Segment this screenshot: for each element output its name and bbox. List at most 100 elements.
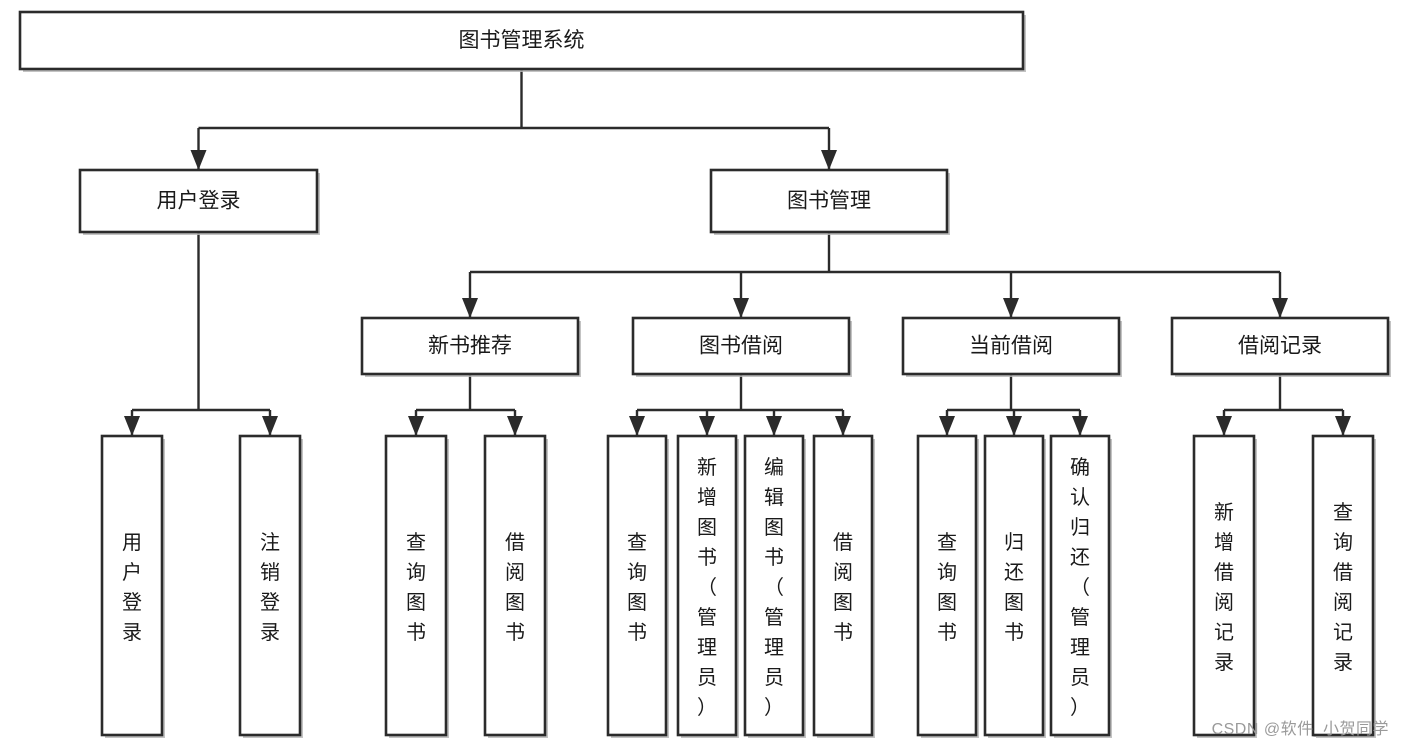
node-box[interactable] bbox=[916, 434, 978, 737]
node-label-char: 阅 bbox=[833, 561, 853, 584]
node-new-book-recommend[interactable]: 新书推荐 bbox=[360, 316, 581, 377]
node-label: 图书管理系统 bbox=[459, 29, 585, 52]
node-borrow-records[interactable]: 借阅记录 bbox=[1170, 316, 1391, 377]
node-label-char: （ bbox=[764, 576, 784, 599]
node-layer: 图书管理系统用户登录图书管理新书推荐图书借阅当前借阅借阅记录用户登录注销登录查询… bbox=[18, 10, 1391, 738]
node-label-char: 图 bbox=[697, 517, 717, 539]
node-label-char: 询 bbox=[406, 561, 426, 584]
node-box[interactable] bbox=[983, 434, 1045, 737]
node-box[interactable] bbox=[709, 168, 949, 234]
node-label: 用户登录 bbox=[157, 190, 241, 213]
arrow-head-icon bbox=[124, 416, 140, 436]
node-label-char: 员 bbox=[697, 667, 717, 689]
node-label-char: 增 bbox=[1214, 531, 1234, 554]
node-box[interactable] bbox=[78, 168, 319, 234]
node-box[interactable] bbox=[901, 316, 1121, 376]
node-label-char: 归 bbox=[1004, 531, 1024, 554]
node-root[interactable]: 图书管理系统 bbox=[18, 10, 1026, 72]
node-leaf-user-login[interactable]: 用户登录 bbox=[100, 434, 165, 738]
node-label: 借阅记录 bbox=[1238, 335, 1322, 358]
node-box[interactable] bbox=[631, 316, 851, 376]
node-label-char: 书 bbox=[1004, 621, 1024, 644]
node-box[interactable] bbox=[743, 434, 805, 737]
node-label-char: （ bbox=[697, 576, 717, 599]
node-label: 新书推荐 bbox=[428, 335, 512, 358]
node-box[interactable] bbox=[100, 434, 164, 737]
node-label-char: 还 bbox=[1070, 546, 1090, 569]
node-book-borrow[interactable]: 图书借阅 bbox=[631, 316, 852, 377]
arrow-head-icon bbox=[699, 416, 715, 436]
arrow-head-icon bbox=[507, 416, 523, 436]
node-label-char: 查 bbox=[406, 531, 426, 554]
node-label-char: 书 bbox=[764, 546, 784, 569]
node-label-char: 注 bbox=[260, 531, 280, 554]
node-label-char: 认 bbox=[1070, 486, 1090, 509]
node-label-char: 管 bbox=[764, 606, 784, 629]
node-box[interactable] bbox=[606, 434, 668, 737]
arrow-head-icon bbox=[629, 416, 645, 436]
node-label-char: 户 bbox=[122, 561, 142, 584]
node-label-char: 辑 bbox=[764, 486, 784, 509]
node-label-char: 书 bbox=[627, 621, 647, 644]
node-label-char: （ bbox=[1070, 576, 1090, 599]
arrow-head-icon bbox=[262, 416, 278, 436]
node-label-char: 录 bbox=[1333, 652, 1353, 674]
node-label-char: 书 bbox=[406, 621, 426, 644]
node-label-char: 图 bbox=[937, 592, 957, 614]
node-label-char: 录 bbox=[122, 622, 142, 644]
node-box[interactable] bbox=[18, 10, 1025, 71]
node-label-char: 登 bbox=[122, 591, 142, 614]
node-box[interactable] bbox=[483, 434, 547, 737]
arrow-head-icon bbox=[462, 298, 478, 318]
node-box[interactable] bbox=[1049, 434, 1111, 737]
node-box[interactable] bbox=[1311, 434, 1375, 737]
node-user-login[interactable]: 用户登录 bbox=[78, 168, 320, 235]
node-label-char: 查 bbox=[1333, 501, 1353, 524]
node-box[interactable] bbox=[812, 434, 874, 737]
arrow-head-icon bbox=[408, 416, 424, 436]
node-label-char: 理 bbox=[1070, 637, 1090, 659]
node-label-char: 录 bbox=[1214, 652, 1234, 674]
node-current-borrow[interactable]: 当前借阅 bbox=[901, 316, 1122, 377]
node-label-char: 询 bbox=[937, 561, 957, 584]
node-label-char: ） bbox=[697, 696, 717, 719]
node-label-char: 登 bbox=[260, 591, 280, 614]
node-box[interactable] bbox=[238, 434, 302, 737]
node-label-char: 还 bbox=[1004, 561, 1024, 584]
arrow-head-icon bbox=[1272, 298, 1288, 318]
node-label-char: ） bbox=[1070, 696, 1090, 719]
node-label-char: 查 bbox=[937, 531, 957, 554]
node-label-char: ） bbox=[764, 696, 784, 719]
node-box[interactable] bbox=[1170, 316, 1390, 376]
node-label-char: 查 bbox=[627, 531, 647, 554]
arrow-head-icon bbox=[939, 416, 955, 436]
node-label-char: 记 bbox=[1333, 621, 1353, 644]
node-label-char: 图 bbox=[1004, 592, 1024, 614]
node-label-char: 借 bbox=[833, 531, 853, 554]
node-label-char: 员 bbox=[1070, 667, 1090, 689]
node-label-char: 新 bbox=[697, 456, 717, 479]
node-book-management[interactable]: 图书管理 bbox=[709, 168, 950, 235]
arrow-head-icon bbox=[766, 416, 782, 436]
node-box[interactable] bbox=[1192, 434, 1256, 737]
node-box[interactable] bbox=[360, 316, 580, 376]
arrow-head-icon bbox=[1216, 416, 1232, 436]
node-box[interactable] bbox=[384, 434, 448, 737]
node-label-char: 管 bbox=[697, 606, 717, 629]
node-box[interactable] bbox=[676, 434, 738, 737]
node-label: 图书借阅 bbox=[699, 335, 783, 358]
node-label-char: 编 bbox=[764, 456, 784, 479]
